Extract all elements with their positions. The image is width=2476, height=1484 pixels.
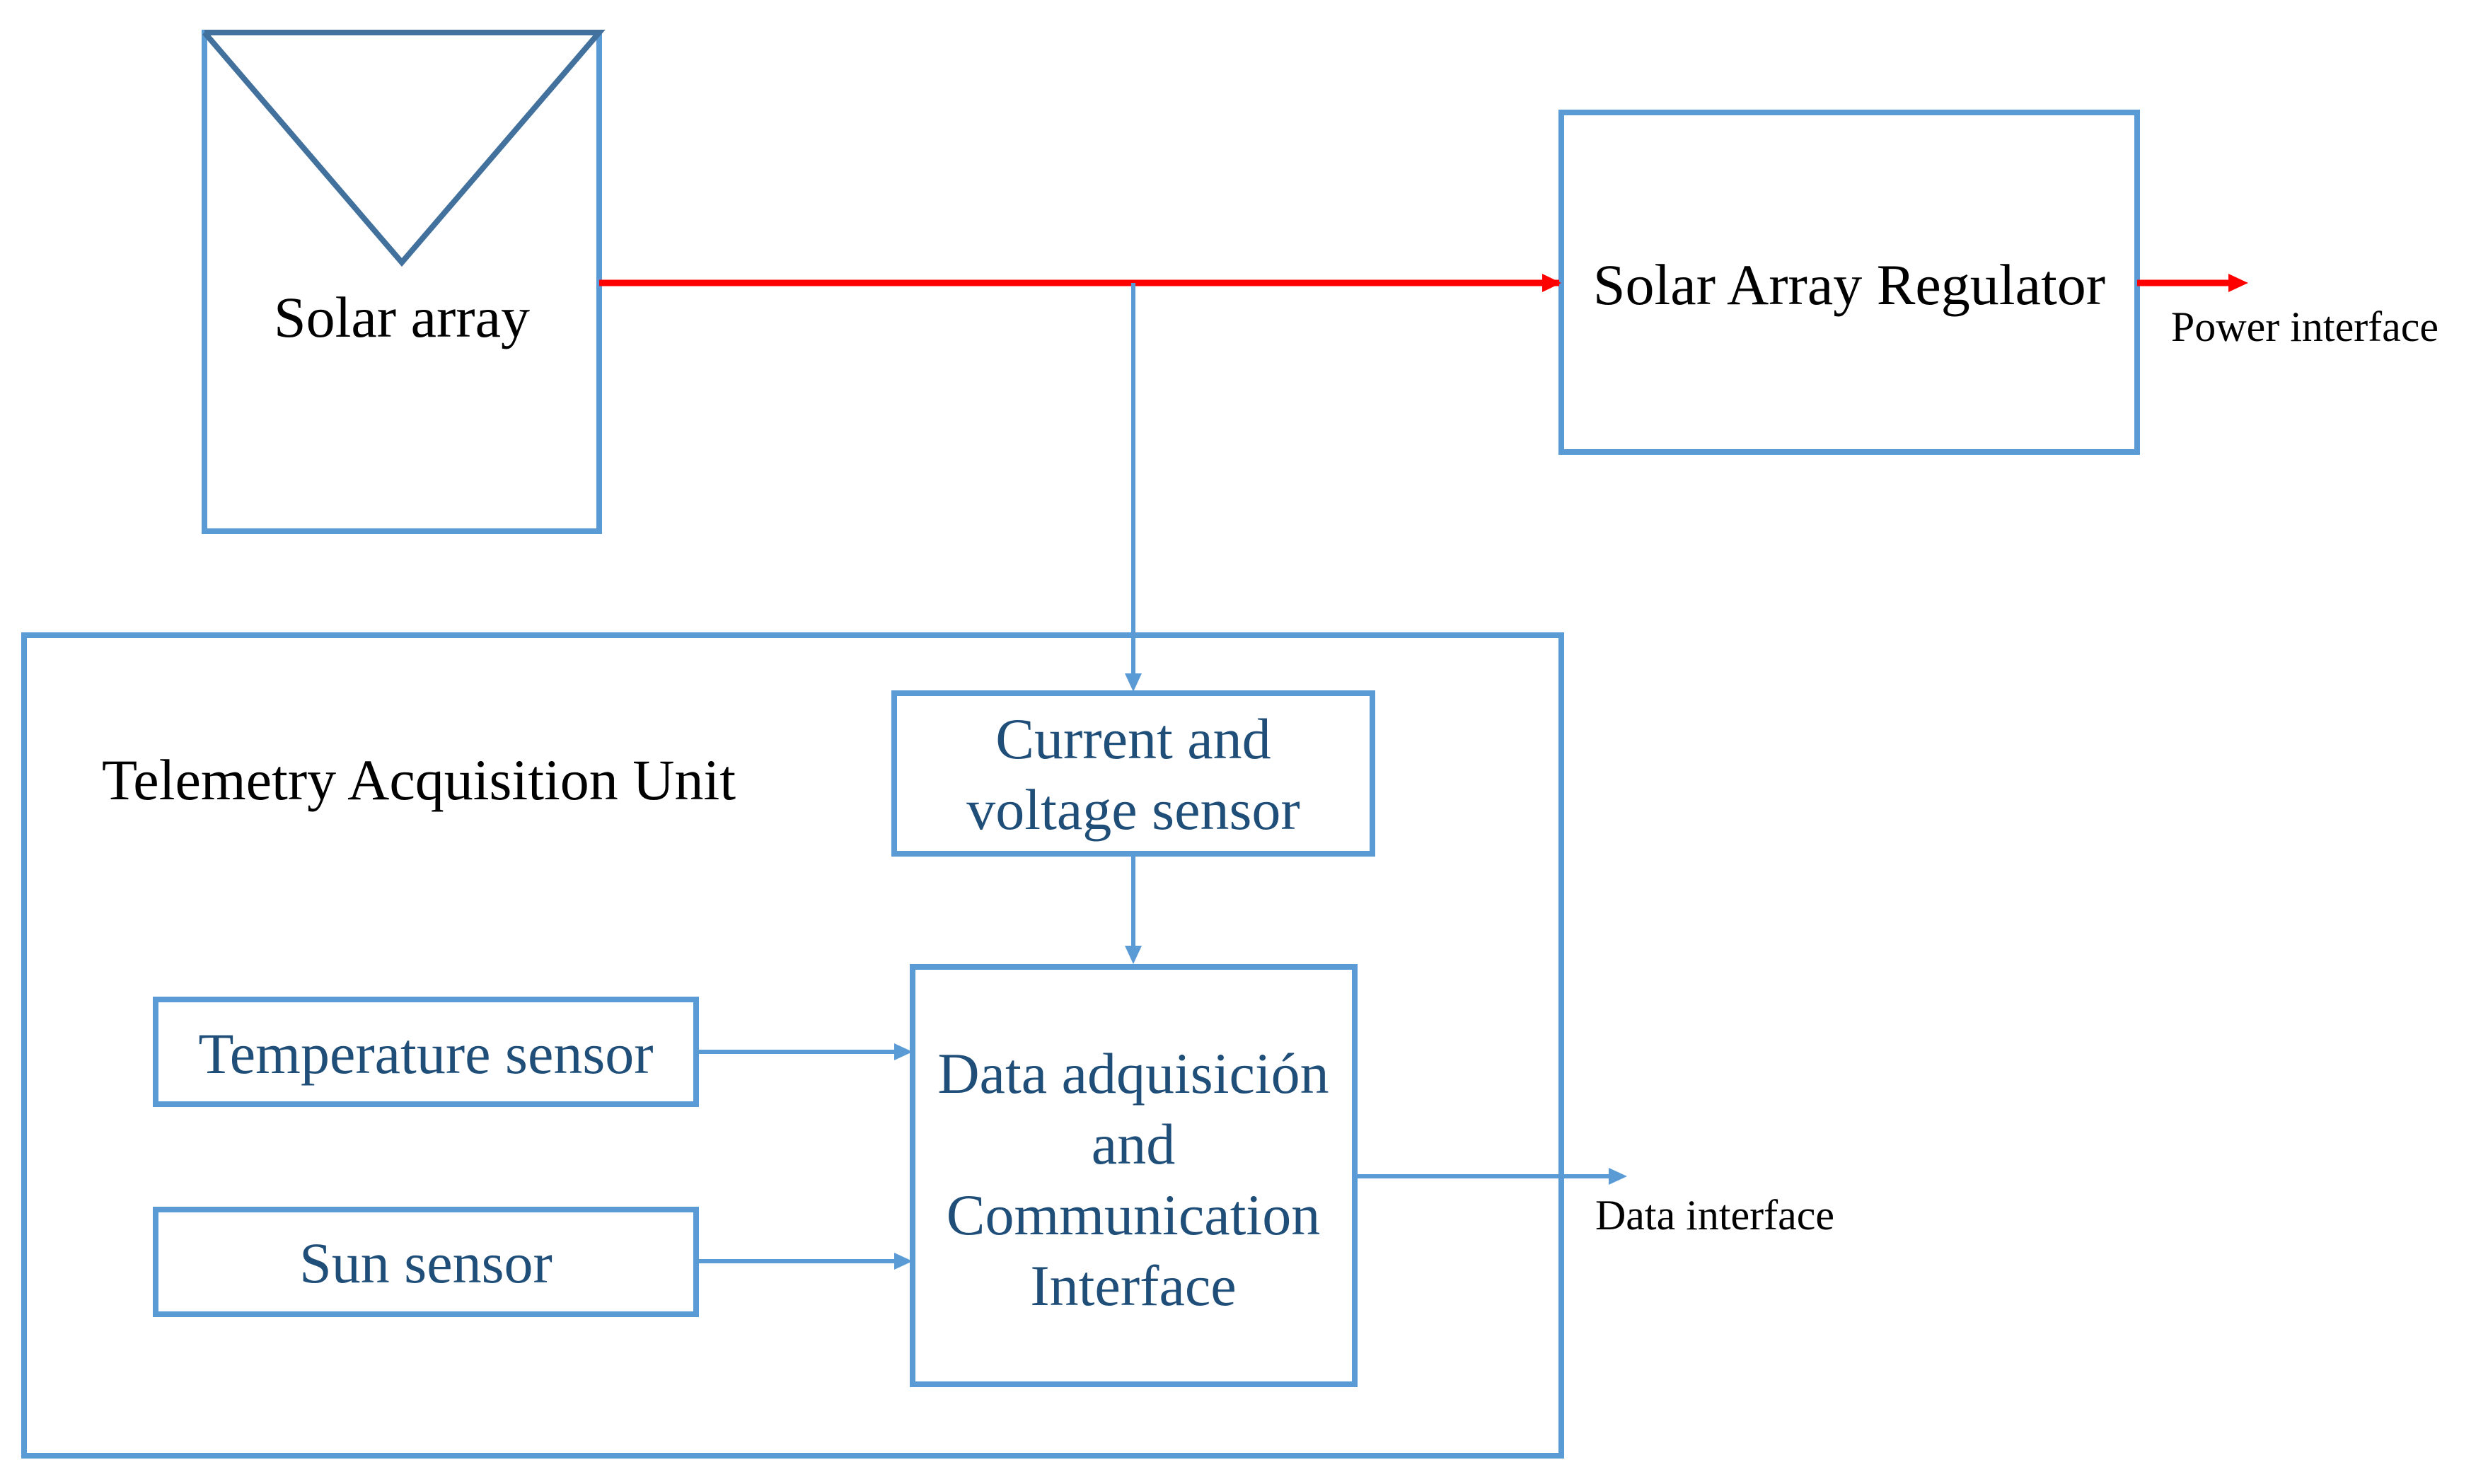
power-arrowhead-regulator (1542, 274, 1561, 292)
tap-arrowhead-cv-sensor (1125, 673, 1142, 692)
temperature-sensor-block: Temperature sensor (153, 997, 699, 1107)
telemetry-unit-label: Telemetry Acquisition Unit (102, 748, 736, 812)
telemetry-unit-outline (21, 632, 1564, 1459)
cv-sensor-label-line2: voltage sensor (966, 777, 1300, 842)
cv-sensor-label-line1: Current and (995, 707, 1271, 771)
solar-array-block: Solar array (202, 30, 606, 534)
sun-sensor-block: Sun sensor (153, 1207, 699, 1317)
telemetry-acquisition-unit: Telemetry Acquisition Unit (21, 632, 1564, 1459)
sun-to-daq-arrowhead (894, 1253, 913, 1270)
solar-panel-icon (202, 30, 606, 267)
cv-sensor-block: Current and voltage sensor (891, 690, 1375, 857)
solar-array-outline (202, 30, 602, 534)
data-interface-arrowhead (1609, 1168, 1627, 1185)
daq-label-line3: Communication (947, 1183, 1320, 1247)
regulator-block: Solar Array Regulator (1558, 110, 2140, 455)
daq-label-line4: Interface (1030, 1253, 1236, 1318)
data-interface-label: Data interface (1595, 1192, 1834, 1239)
daq-block: Data adquisición and Communication Inter… (910, 964, 1358, 1387)
cv-to-daq-arrowhead (1125, 946, 1142, 964)
temp-to-daq-arrowhead (894, 1043, 913, 1060)
temperature-sensor-label: Temperature sensor (198, 1021, 653, 1086)
daq-label-line1: Data adquisición (937, 1041, 1329, 1106)
daq-label-line2: and (1092, 1112, 1175, 1176)
power-interface-label: Power interface (2171, 303, 2439, 350)
solar-array-label: Solar array (274, 285, 530, 349)
power-interface-arrowhead (2228, 274, 2248, 292)
sun-sensor-label: Sun sensor (299, 1231, 553, 1295)
regulator-label: Solar Array Regulator (1593, 253, 2105, 317)
